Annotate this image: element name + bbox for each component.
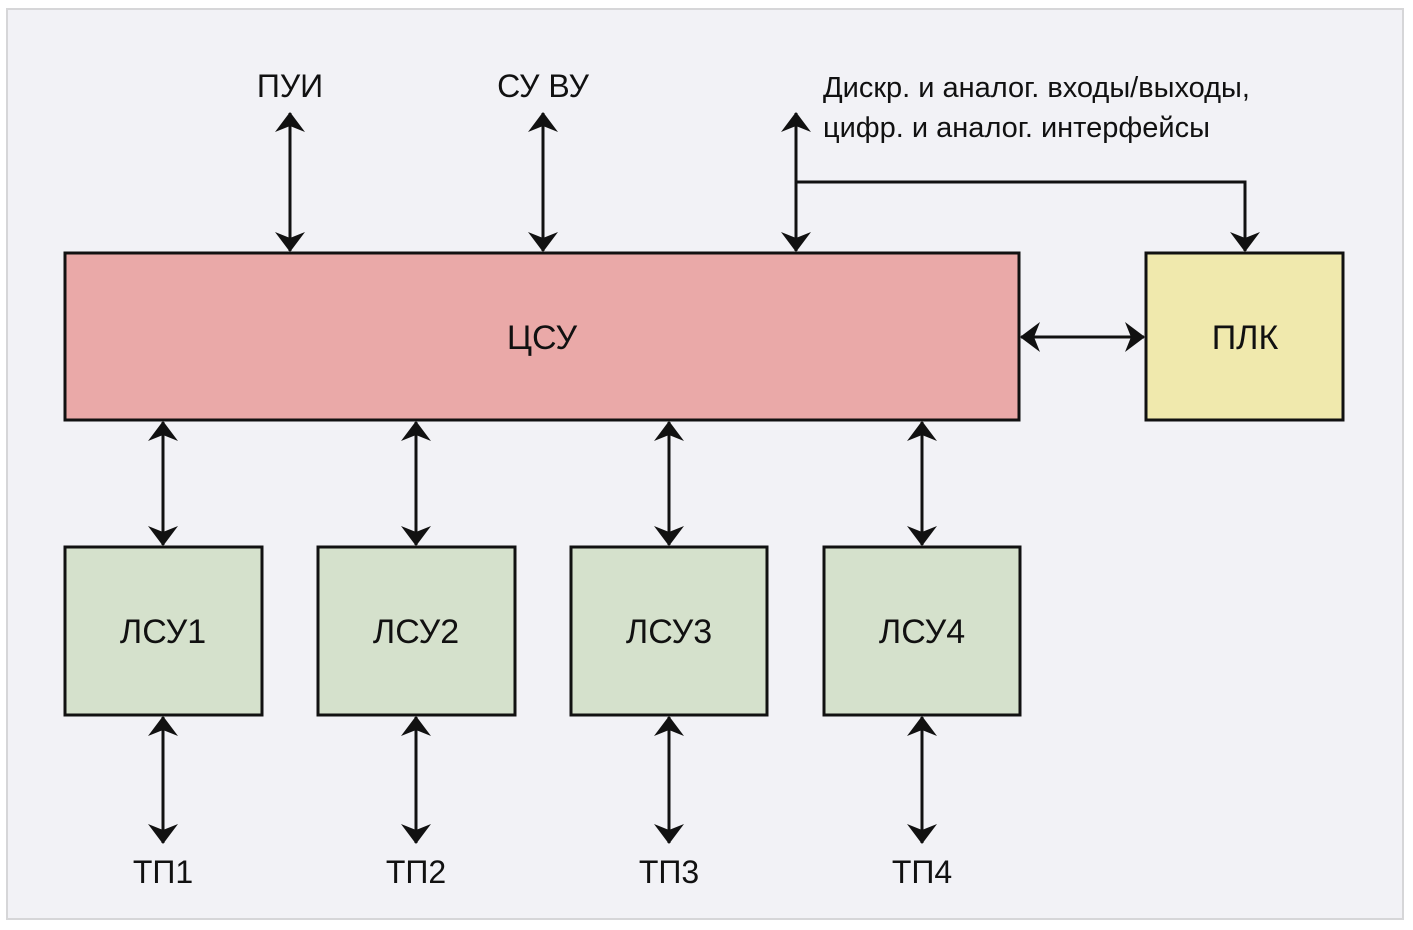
plc-box (1144, 251, 1345, 422)
pui-label: ПУИ (257, 68, 323, 104)
lsu3-label: ЛСУ3 (626, 613, 712, 651)
lsu4-label: ЛСУ4 (879, 613, 965, 651)
lsu3-box (569, 545, 769, 717)
tp1-label: ТП1 (133, 854, 193, 890)
tp4-label: ТП4 (892, 854, 952, 890)
io-label-line2: цифр. и аналог. интерфейсы (823, 112, 1210, 144)
csu-label: ЦСУ (507, 319, 578, 357)
diagram-frame (6, 8, 1404, 920)
io-label-line1: Дискр. и аналог. входы/выходы, (823, 72, 1250, 104)
tp3-label: ТП3 (639, 854, 699, 890)
connector-io-plc (796, 180, 1260, 252)
plc-label: ПЛК (1212, 319, 1279, 357)
lsu1-box (63, 545, 264, 717)
lsu2-label: ЛСУ2 (373, 613, 459, 651)
tp2-label: ТП2 (386, 854, 446, 890)
csu-box (63, 251, 1021, 422)
lsu4-box (822, 545, 1022, 717)
lsu1-label: ЛСУ1 (120, 613, 206, 651)
lsu2-box (316, 545, 517, 717)
su-vu-label: СУ ВУ (497, 68, 590, 104)
